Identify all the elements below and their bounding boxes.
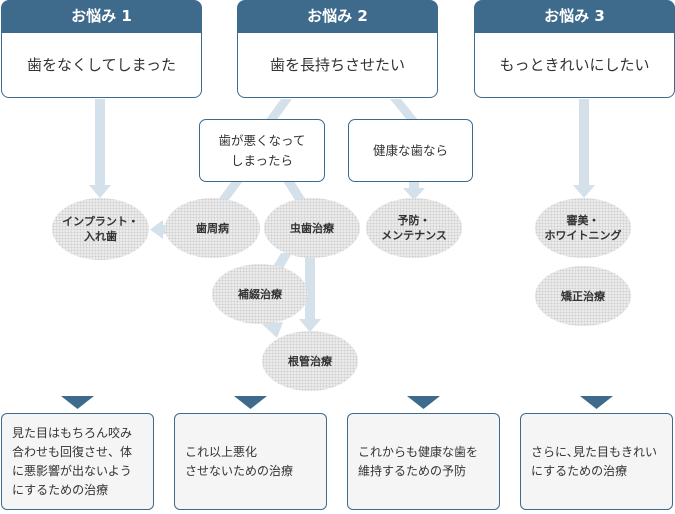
arrowhead-worry1-implant: [89, 185, 111, 198]
down-marker-2: [234, 396, 267, 409]
down-marker-3: [407, 396, 440, 409]
callout-healthy-teeth-text: 健康な歯なら: [372, 142, 448, 158]
callout-bad-teeth-text: 歯が悪くなって しまったら: [218, 132, 306, 168]
arrow-caries-rootcanal: [305, 253, 315, 321]
treatment-caries: 虫歯治療: [264, 198, 360, 258]
arrow-worry3-aesthetic: [579, 99, 589, 187]
treatment-aesthetic: 審美・ ホワイトニング: [535, 198, 631, 258]
treatment-prevention-label: 予防・ メンテナンス: [381, 214, 447, 242]
treatment-orthodontic: 矯正治療: [535, 266, 631, 326]
down-marker-4: [580, 396, 613, 409]
arrow-worry2-bad: [265, 99, 292, 121]
callout-bad-teeth: 歯が悪くなって しまったら: [199, 119, 325, 182]
treatment-aesthetic-label: 審美・ ホワイトニング: [544, 214, 622, 242]
outcome-box-1: 見た目はもちろん咬み 合わせも回復させ、体 に悪影響が出ないよう にするための治…: [1, 413, 154, 510]
outcome-text-4: さらに､見た目もきれい にするための治療: [531, 444, 658, 478]
outcome-box-3: これからも健康な歯を 維持するための予防: [347, 413, 500, 510]
worry-box-2: お悩み 2 歯を長持ちさせたい: [237, 0, 438, 99]
outcome-text-3: これからも健康な歯を 維持するための予防: [358, 444, 479, 478]
treatment-periodontal: 歯周病: [165, 198, 260, 258]
treatment-caries-label: 虫歯治療: [290, 221, 334, 235]
worry-box-1: お悩み 1 歯をなくしてしまった: [1, 0, 202, 99]
arrowhead-caries-rootcanal: [299, 319, 321, 332]
arrow-worry1-implant: [95, 99, 105, 187]
worry-text-2: 歯を長持ちさせたい: [237, 33, 438, 98]
arrowhead-worry3-aesthetic: [573, 185, 595, 198]
down-marker-1: [61, 396, 94, 409]
outcome-text-1: 見た目はもちろん咬み 合わせも回復させ、体 に悪影響が出ないよう にするための治…: [12, 425, 133, 497]
arrowhead-healthy-prevention: [403, 188, 425, 200]
arrowhead-prosthetic-rootcanal: [262, 322, 283, 338]
treatment-implant-label: インプラント・ 入れ歯: [62, 215, 139, 243]
arrowhead-periodontal-implant: [150, 220, 163, 239]
treatment-prosthetic-label: 補綴治療: [238, 287, 282, 301]
arrow-worry2-healthy: [390, 99, 418, 120]
treatment-root-canal-label: 根管治療: [288, 354, 332, 368]
callout-healthy-teeth: 健康な歯なら: [348, 119, 473, 182]
outcome-text-2: これ以上悪化 させないための治療: [185, 444, 294, 478]
treatment-implant: インプラント・ 入れ歯: [52, 198, 149, 260]
outcome-box-4: さらに､見た目もきれい にするための治療: [520, 413, 673, 510]
outcome-box-2: これ以上悪化 させないための治療: [174, 413, 327, 510]
worry-text-3: もっときれいにしたい: [474, 33, 675, 98]
treatment-orthodontic-label: 矯正治療: [561, 289, 605, 303]
worry-title-3: お悩み 3: [474, 0, 675, 33]
worry-title-1: お悩み 1: [1, 0, 202, 33]
treatment-prevention: 予防・ メンテナンス: [366, 198, 462, 258]
treatment-prosthetic: 補綴治療: [212, 264, 308, 324]
treatment-root-canal: 根管治療: [262, 331, 358, 391]
worry-box-3: お悩み 3 もっときれいにしたい: [474, 0, 675, 99]
worry-text-1: 歯をなくしてしまった: [1, 33, 202, 98]
arrow-healthy-prevention: [409, 181, 419, 190]
worry-title-2: お悩み 2: [237, 0, 438, 33]
treatment-periodontal-label: 歯周病: [196, 221, 229, 235]
